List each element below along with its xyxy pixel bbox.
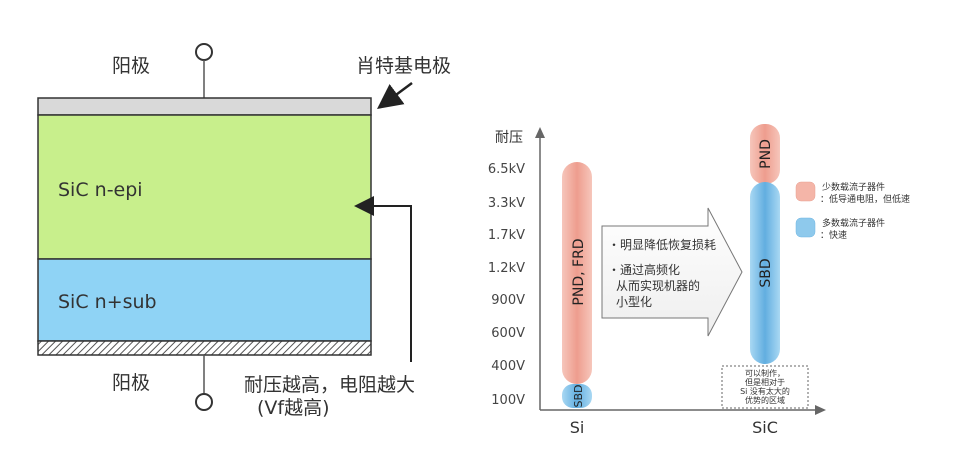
arrow-bullet-2-line-3: 小型化 — [616, 295, 652, 309]
anode-bottom-label: 阳极 — [112, 372, 150, 394]
y-tick-label: 900V — [491, 293, 525, 308]
sic-pnd-bar — [750, 124, 780, 184]
niche-region-note: 可以制作， 但是相对于 Si 没有太大的 优势的区域 — [740, 368, 790, 405]
improvement-arrow — [601, 207, 743, 337]
arrow-bullet-2-line-1: ・通过高频化 — [608, 262, 680, 277]
bottom-terminal-circle — [195, 393, 213, 411]
y-axis-arrowhead — [535, 127, 545, 138]
note-line-2: (Vf越高) — [257, 397, 330, 419]
arrow-bullet-2-line-2: 从而实现机器的 — [616, 278, 700, 293]
legend-swatch-minority — [795, 181, 816, 202]
schottky-electrode-label: 肖特基电极 — [356, 55, 451, 77]
n-plus-sub-label: SiC n+sub — [58, 291, 157, 313]
y-tick-label: 1.2kV — [488, 261, 525, 276]
note-text-line: 可以制作， — [745, 368, 785, 378]
x-axis-arrowhead — [815, 405, 826, 415]
y-tick-labels: 6.5kV 3.3kV 1.7kV 1.2kV 900V 600V 400V 1… — [488, 162, 525, 408]
note-text-line: Si 没有太大的 — [740, 386, 790, 396]
y-tick-label: 100V — [491, 393, 525, 408]
note-line-1: 耐压越高，电阻越大 — [244, 374, 415, 396]
anode-top-label: 阳极 — [112, 55, 150, 77]
sic-pnd-label: PND — [758, 139, 774, 169]
y-tick-label: 400V — [491, 359, 525, 374]
legend-desc-majority: ：快速 — [820, 229, 847, 241]
device-cross-section: 阳极 肖特基电极 SiC n-epi SiC n+sub 阳极 耐压越高，电阻越… — [37, 43, 451, 419]
si-pnd-frd-bar — [562, 162, 592, 384]
note-text-line: 但是相对于 — [745, 377, 785, 387]
niche-region-note-box — [721, 365, 809, 409]
si-sbd-label: SBD — [572, 385, 585, 408]
sic-sbd-label: SBD — [758, 258, 774, 287]
n-epi-label: SiC n-epi — [58, 179, 143, 201]
voltage-range-diagram: 耐压 6.5kV 3.3kV 1.7kV 1.2kV 900V 600V 400… — [488, 124, 910, 437]
x-label-si: Si — [570, 418, 585, 437]
legend-swatch-majority — [795, 217, 816, 238]
si-pnd-frd-label: PND, FRD — [571, 238, 587, 305]
y-tick-label: 6.5kV — [488, 162, 525, 177]
si-sbd-bar — [562, 384, 592, 408]
sic-sbd-bar — [750, 182, 780, 364]
legend-title-majority: 多数载流子器件 — [822, 217, 885, 229]
y-tick-label: 3.3kV — [488, 196, 525, 211]
y-axis-title: 耐压 — [495, 130, 523, 146]
schottky-electrode-layer — [37, 97, 372, 116]
note-text-line: 优势的区域 — [745, 395, 785, 405]
schottky-pointer-arrow — [376, 81, 413, 109]
top-terminal-circle — [195, 43, 213, 61]
arrow-bullet-1: ・明显降低恢复损耗 — [608, 238, 716, 252]
y-tick-label: 1.7kV — [488, 228, 525, 243]
legend-title-minority: 少数载流子器件 — [822, 181, 885, 193]
back-metal-layer — [37, 340, 372, 356]
note-pointer-line — [354, 196, 412, 362]
legend-desc-minority: ：低导通电阻，但低速 — [820, 193, 910, 205]
legend: 少数载流子器件 ：低导通电阻，但低速 多数载流子器件 ：快速 — [795, 181, 910, 241]
n-plus-sub-layer — [37, 258, 372, 342]
y-tick-label: 600V — [491, 326, 525, 341]
x-label-sic: SiC — [752, 418, 778, 437]
